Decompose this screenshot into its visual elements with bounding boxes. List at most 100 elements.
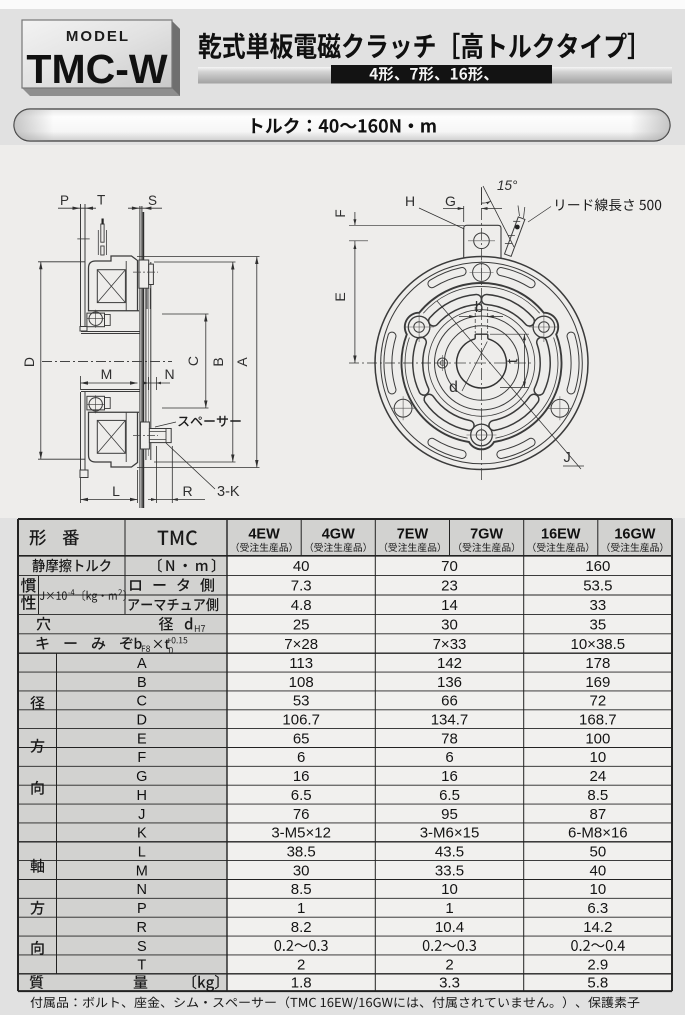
svg-text:B: B — [210, 357, 226, 366]
svg-text:8.2: 8.2 — [291, 919, 312, 936]
svg-text:76: 76 — [293, 806, 310, 823]
svg-text:134.7: 134.7 — [431, 711, 469, 728]
svg-text:136: 136 — [437, 674, 462, 691]
svg-text:8.5: 8.5 — [291, 881, 312, 898]
svg-text:A: A — [234, 357, 250, 367]
svg-text:D: D — [137, 712, 147, 728]
svg-text:3-K: 3-K — [217, 484, 240, 500]
svg-text:C: C — [185, 356, 201, 366]
svg-text:N: N — [137, 882, 147, 898]
svg-text:33: 33 — [589, 597, 606, 614]
svg-text:T: T — [97, 193, 105, 208]
svg-text:7.3: 7.3 — [291, 578, 312, 595]
svg-text:30: 30 — [441, 616, 458, 633]
svg-text:35: 35 — [589, 616, 606, 633]
svg-text:7EW: 7EW — [397, 527, 429, 543]
svg-text:7GW: 7GW — [470, 527, 503, 543]
svg-text:16GW: 16GW — [614, 527, 655, 543]
svg-text:10: 10 — [589, 749, 606, 766]
svg-text:6.5: 6.5 — [291, 787, 312, 804]
svg-text:J: J — [564, 450, 571, 466]
svg-text:10.4: 10.4 — [435, 919, 464, 936]
svg-text:2: 2 — [445, 957, 453, 974]
svg-text:t: t — [505, 358, 522, 363]
svg-text:16: 16 — [441, 768, 458, 785]
svg-text:B: B — [137, 675, 147, 691]
svg-text:TMC-W: TMC-W — [26, 46, 167, 92]
svg-text:40: 40 — [293, 558, 310, 575]
svg-text:168.7: 168.7 — [579, 711, 617, 728]
svg-text:5.8: 5.8 — [587, 975, 608, 992]
svg-text:R: R — [182, 483, 192, 499]
svg-text:D: D — [21, 357, 37, 367]
svg-text:6-M8×16: 6-M8×16 — [568, 825, 628, 842]
svg-text:M: M — [136, 863, 148, 879]
svg-text:160: 160 — [585, 558, 610, 575]
svg-text:14.2: 14.2 — [583, 919, 612, 936]
svg-text:G: G — [136, 769, 147, 785]
svg-text:T: T — [137, 958, 146, 974]
svg-text:65: 65 — [293, 730, 310, 747]
svg-text:30: 30 — [293, 862, 310, 879]
svg-text:b: b — [475, 299, 483, 316]
svg-text:A: A — [137, 656, 147, 672]
svg-text:23: 23 — [441, 578, 458, 595]
svg-text:E: E — [137, 731, 147, 747]
svg-text:MODEL: MODEL — [66, 28, 130, 45]
svg-text:P: P — [60, 193, 69, 208]
svg-text:L: L — [112, 483, 120, 499]
svg-text:N: N — [164, 366, 174, 382]
svg-text:43.5: 43.5 — [435, 843, 464, 860]
svg-text:M: M — [101, 366, 113, 382]
svg-text:8.5: 8.5 — [587, 787, 608, 804]
svg-text:L: L — [138, 844, 146, 860]
svg-text:178: 178 — [585, 655, 610, 672]
svg-text:106.7: 106.7 — [282, 711, 320, 728]
svg-text:d: d — [449, 379, 458, 396]
svg-text:38.5: 38.5 — [287, 843, 316, 860]
svg-text:S: S — [137, 939, 147, 955]
svg-text:100: 100 — [585, 730, 610, 747]
svg-text:6: 6 — [445, 749, 453, 766]
svg-text:70: 70 — [441, 558, 458, 575]
svg-text:15°: 15° — [497, 178, 518, 193]
svg-text:53.5: 53.5 — [583, 578, 612, 595]
svg-text:40: 40 — [589, 862, 606, 879]
svg-text:P: P — [137, 901, 147, 917]
svg-text:R: R — [137, 920, 147, 936]
svg-text:4EW: 4EW — [248, 527, 280, 543]
svg-text:25: 25 — [293, 616, 310, 633]
svg-text:6.5: 6.5 — [439, 787, 460, 804]
svg-text:E: E — [332, 292, 348, 301]
svg-text:6.3: 6.3 — [587, 900, 608, 917]
svg-text:113: 113 — [289, 655, 313, 672]
svg-text:72: 72 — [589, 693, 606, 710]
svg-text:108: 108 — [289, 674, 314, 691]
svg-text:3-M5×12: 3-M5×12 — [271, 825, 331, 842]
svg-text:H: H — [137, 788, 147, 804]
svg-text:142: 142 — [437, 655, 462, 672]
svg-text:F: F — [333, 209, 348, 217]
svg-text:78: 78 — [441, 730, 458, 747]
svg-text:53: 53 — [293, 693, 310, 710]
svg-text:H: H — [405, 193, 415, 209]
svg-text:4GW: 4GW — [322, 527, 355, 543]
svg-text:J: J — [138, 807, 145, 823]
svg-text:G: G — [445, 193, 456, 209]
svg-text:3.3: 3.3 — [439, 975, 460, 992]
svg-text:K: K — [137, 826, 147, 842]
svg-text:7×33: 7×33 — [433, 636, 467, 653]
svg-text:1.8: 1.8 — [291, 975, 312, 992]
svg-text:16EW: 16EW — [541, 527, 581, 543]
svg-text:4.8: 4.8 — [291, 597, 312, 614]
svg-text:16: 16 — [293, 768, 310, 785]
svg-text:50: 50 — [589, 843, 606, 860]
svg-text:95: 95 — [441, 806, 458, 823]
svg-text:169: 169 — [585, 674, 610, 691]
svg-text:S: S — [148, 193, 157, 208]
svg-text:10: 10 — [441, 881, 458, 898]
svg-text:24: 24 — [589, 768, 606, 785]
svg-text:F: F — [137, 750, 146, 766]
svg-text:C: C — [137, 694, 147, 710]
svg-text:14: 14 — [441, 597, 458, 614]
